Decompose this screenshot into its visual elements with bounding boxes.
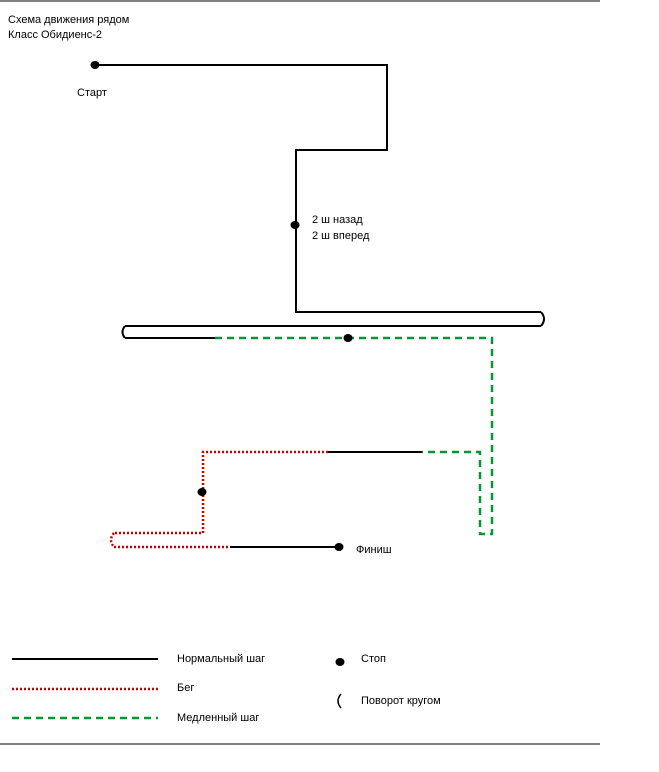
- path-run-segment: [114, 450, 328, 535]
- finish-dot: [334, 543, 344, 551]
- legend-stop-dot: [335, 658, 345, 666]
- turn-around-left: [121, 325, 126, 339]
- start-dot: [90, 61, 100, 69]
- command-label-back: 2 ш назад: [312, 214, 363, 226]
- stop-dot-middle: [343, 334, 353, 342]
- legend-slow-label: Медленный шаг: [177, 712, 260, 724]
- start-label: Старт: [77, 87, 107, 99]
- finish-label: Финиш: [356, 544, 392, 556]
- stop-dot-run: [197, 488, 207, 496]
- diagram-subtitle: Класс Обидиенс-2: [8, 29, 103, 41]
- stop-dot-command: [290, 221, 300, 229]
- path-slow-segment: [215, 336, 494, 536]
- legend-turn-around-label: Поворот кругом: [361, 695, 441, 707]
- turn-around-right: [540, 311, 545, 327]
- command-label-forward: 2 ш вперед: [312, 230, 370, 242]
- diagram-title: Схема движения рядом: [8, 14, 130, 26]
- path-normal-start-segment: [95, 64, 541, 313]
- legend-stop-label: Стоп: [361, 653, 386, 665]
- legend-normal-label: Нормальный шаг: [177, 653, 266, 665]
- legend-run-label: Бег: [177, 682, 195, 694]
- legend-turn-around-icon: [337, 693, 342, 709]
- turn-around-run: [109, 532, 115, 548]
